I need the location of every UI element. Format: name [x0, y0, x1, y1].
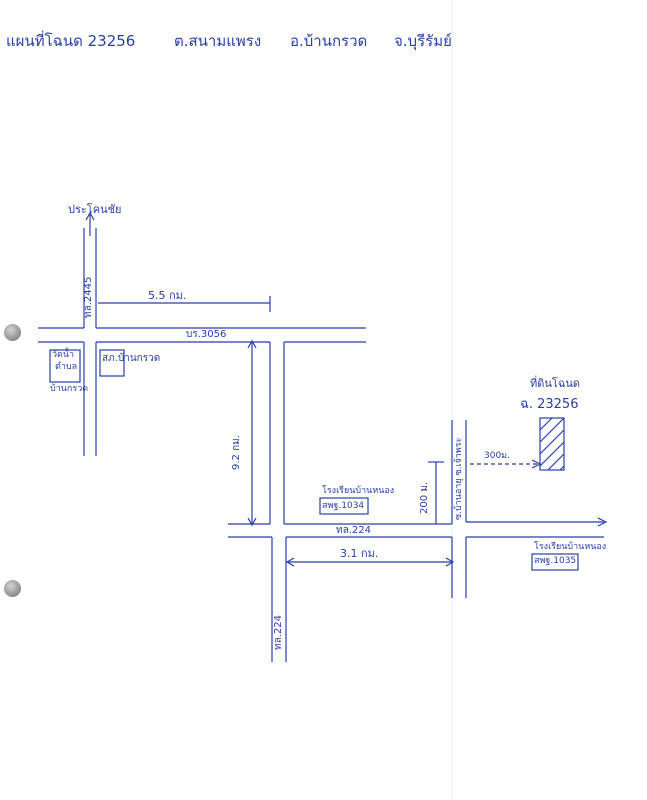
office-label: สภ.บ้านกรวด	[102, 353, 161, 364]
school2-label-line2: สพฐ.1035	[534, 556, 577, 566]
parcel-label-line1: ที่ดินโฉนด	[530, 377, 580, 390]
road-east-label: ซ.บ้านอายุ ซ.เจ้าพระ	[454, 437, 464, 520]
paper-fold-line	[452, 0, 453, 800]
temple-label-line1: วัดน้ำ	[52, 350, 75, 360]
school1-box	[319, 497, 369, 515]
dim-9-2-arrow-top	[247, 339, 257, 349]
parcel-hatch-2	[539, 417, 565, 443]
punch-hole-top	[4, 324, 21, 341]
distance-200-label: 200 ม.	[419, 481, 430, 514]
distance-3-1-label: 3.1 กม.	[340, 547, 379, 560]
dim-9-2-arrow-bottom	[247, 517, 257, 527]
title-subdistrict: ต.สนามแพรง	[174, 32, 262, 50]
dim-3-1-arrow-left	[285, 557, 295, 567]
road-north-label: ทล.2445	[83, 276, 94, 318]
road-v224-label: ทล.224	[273, 615, 284, 650]
office-box	[99, 349, 125, 377]
parcel-hatch-1	[539, 417, 553, 431]
school2-label-line1: โรงเรียนบ้านหนอง	[534, 542, 607, 552]
distance-300-label: 300ม.	[484, 451, 510, 461]
dim-3-1-arrow-right	[445, 557, 455, 567]
distance-9-2-label: 9.2 กม.	[231, 435, 242, 470]
school2-box	[531, 553, 579, 571]
punch-hole-bottom	[4, 580, 21, 597]
temple-label-line2: ตำบล	[55, 362, 78, 372]
distance-5-5-label: 5.5 กม.	[148, 289, 187, 302]
title-province: จ.บุรีรัมย์	[394, 32, 452, 50]
temple-box	[49, 349, 81, 383]
parcel-hatch-6	[559, 465, 565, 471]
temple-label-line3: บ้านกรวด	[50, 384, 89, 394]
title-district: อ.บ้านกรวด	[290, 32, 368, 50]
road-h224-label: ทล.224	[336, 525, 371, 536]
school1-label-line1: โรงเรียนบ้านหนอง	[322, 486, 395, 496]
school1-label-line2: สพฐ.1034	[322, 501, 365, 511]
north-arrow-head	[85, 211, 95, 221]
title-parcel: แผนที่โฉนด 23256	[6, 32, 136, 50]
parcel-hatch-5	[547, 453, 565, 471]
north-destination-label: ประโคนชัย	[68, 203, 122, 216]
road-h224-east-arrow	[597, 517, 608, 527]
parcel-hatch-4	[539, 441, 565, 467]
parcel-hatch-3	[539, 429, 565, 455]
parcel-label-line2: ฉ. 23256	[520, 397, 579, 412]
road-ew-label: บร.3056	[186, 329, 227, 340]
